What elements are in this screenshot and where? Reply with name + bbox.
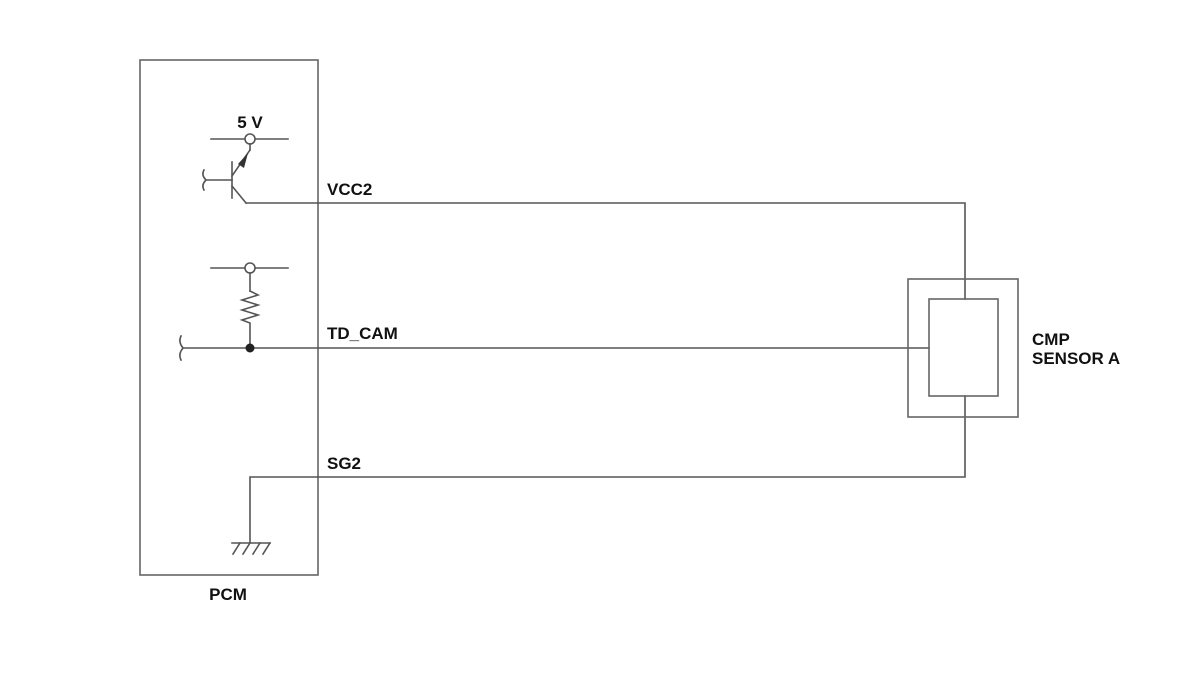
- sg2-wire: [249, 395, 966, 544]
- sensor-label-line2: SENSOR A: [1032, 349, 1120, 368]
- sensor-label-line1: CMP: [1032, 330, 1070, 349]
- supply-label: 5 V: [237, 113, 263, 132]
- supply-terminal: [210, 133, 289, 151]
- sg2-label: SG2: [327, 454, 361, 473]
- td-cam-label: TD_CAM: [327, 324, 398, 343]
- resistor-icon: [239, 289, 261, 349]
- cmp-sensor: [907, 278, 1019, 418]
- ground-icon: [231, 541, 272, 556]
- td-cam-wire: [179, 334, 930, 362]
- vcc2-label: VCC2: [327, 180, 372, 199]
- pcm-box: [139, 59, 319, 576]
- vcc2-wire: [245, 202, 966, 300]
- pullup-terminal: [210, 262, 289, 292]
- transistor-icon: [202, 148, 252, 205]
- pcm-label: PCM: [209, 585, 247, 604]
